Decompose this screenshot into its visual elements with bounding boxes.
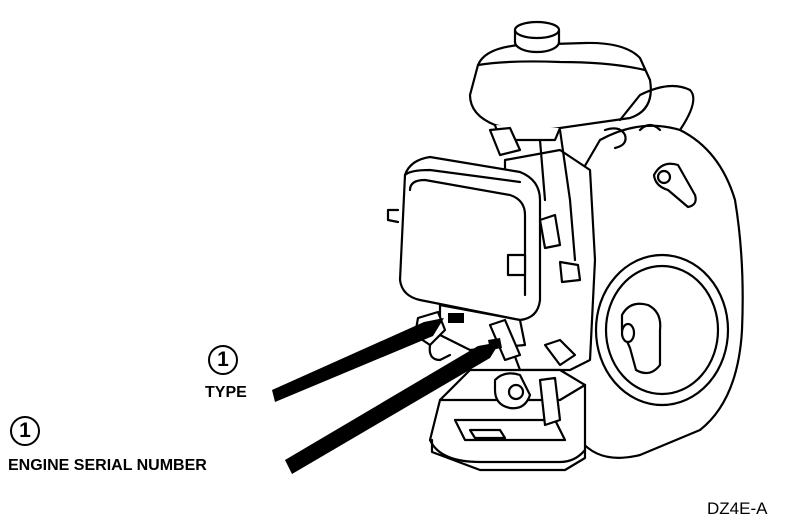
serial-callout-number: 1 — [10, 416, 40, 446]
air-cleaner — [398, 155, 542, 322]
recoil-starter — [594, 253, 730, 407]
figure-code: DZ4E-A — [707, 499, 768, 518]
serial-number-label: ENGINE SERIAL NUMBER — [8, 457, 207, 474]
type-callout-number: 1 — [208, 345, 238, 375]
starter-handle — [620, 302, 662, 375]
serial-arrow — [285, 342, 500, 474]
type-arrow — [272, 318, 444, 402]
type-label: TYPE — [205, 384, 247, 401]
